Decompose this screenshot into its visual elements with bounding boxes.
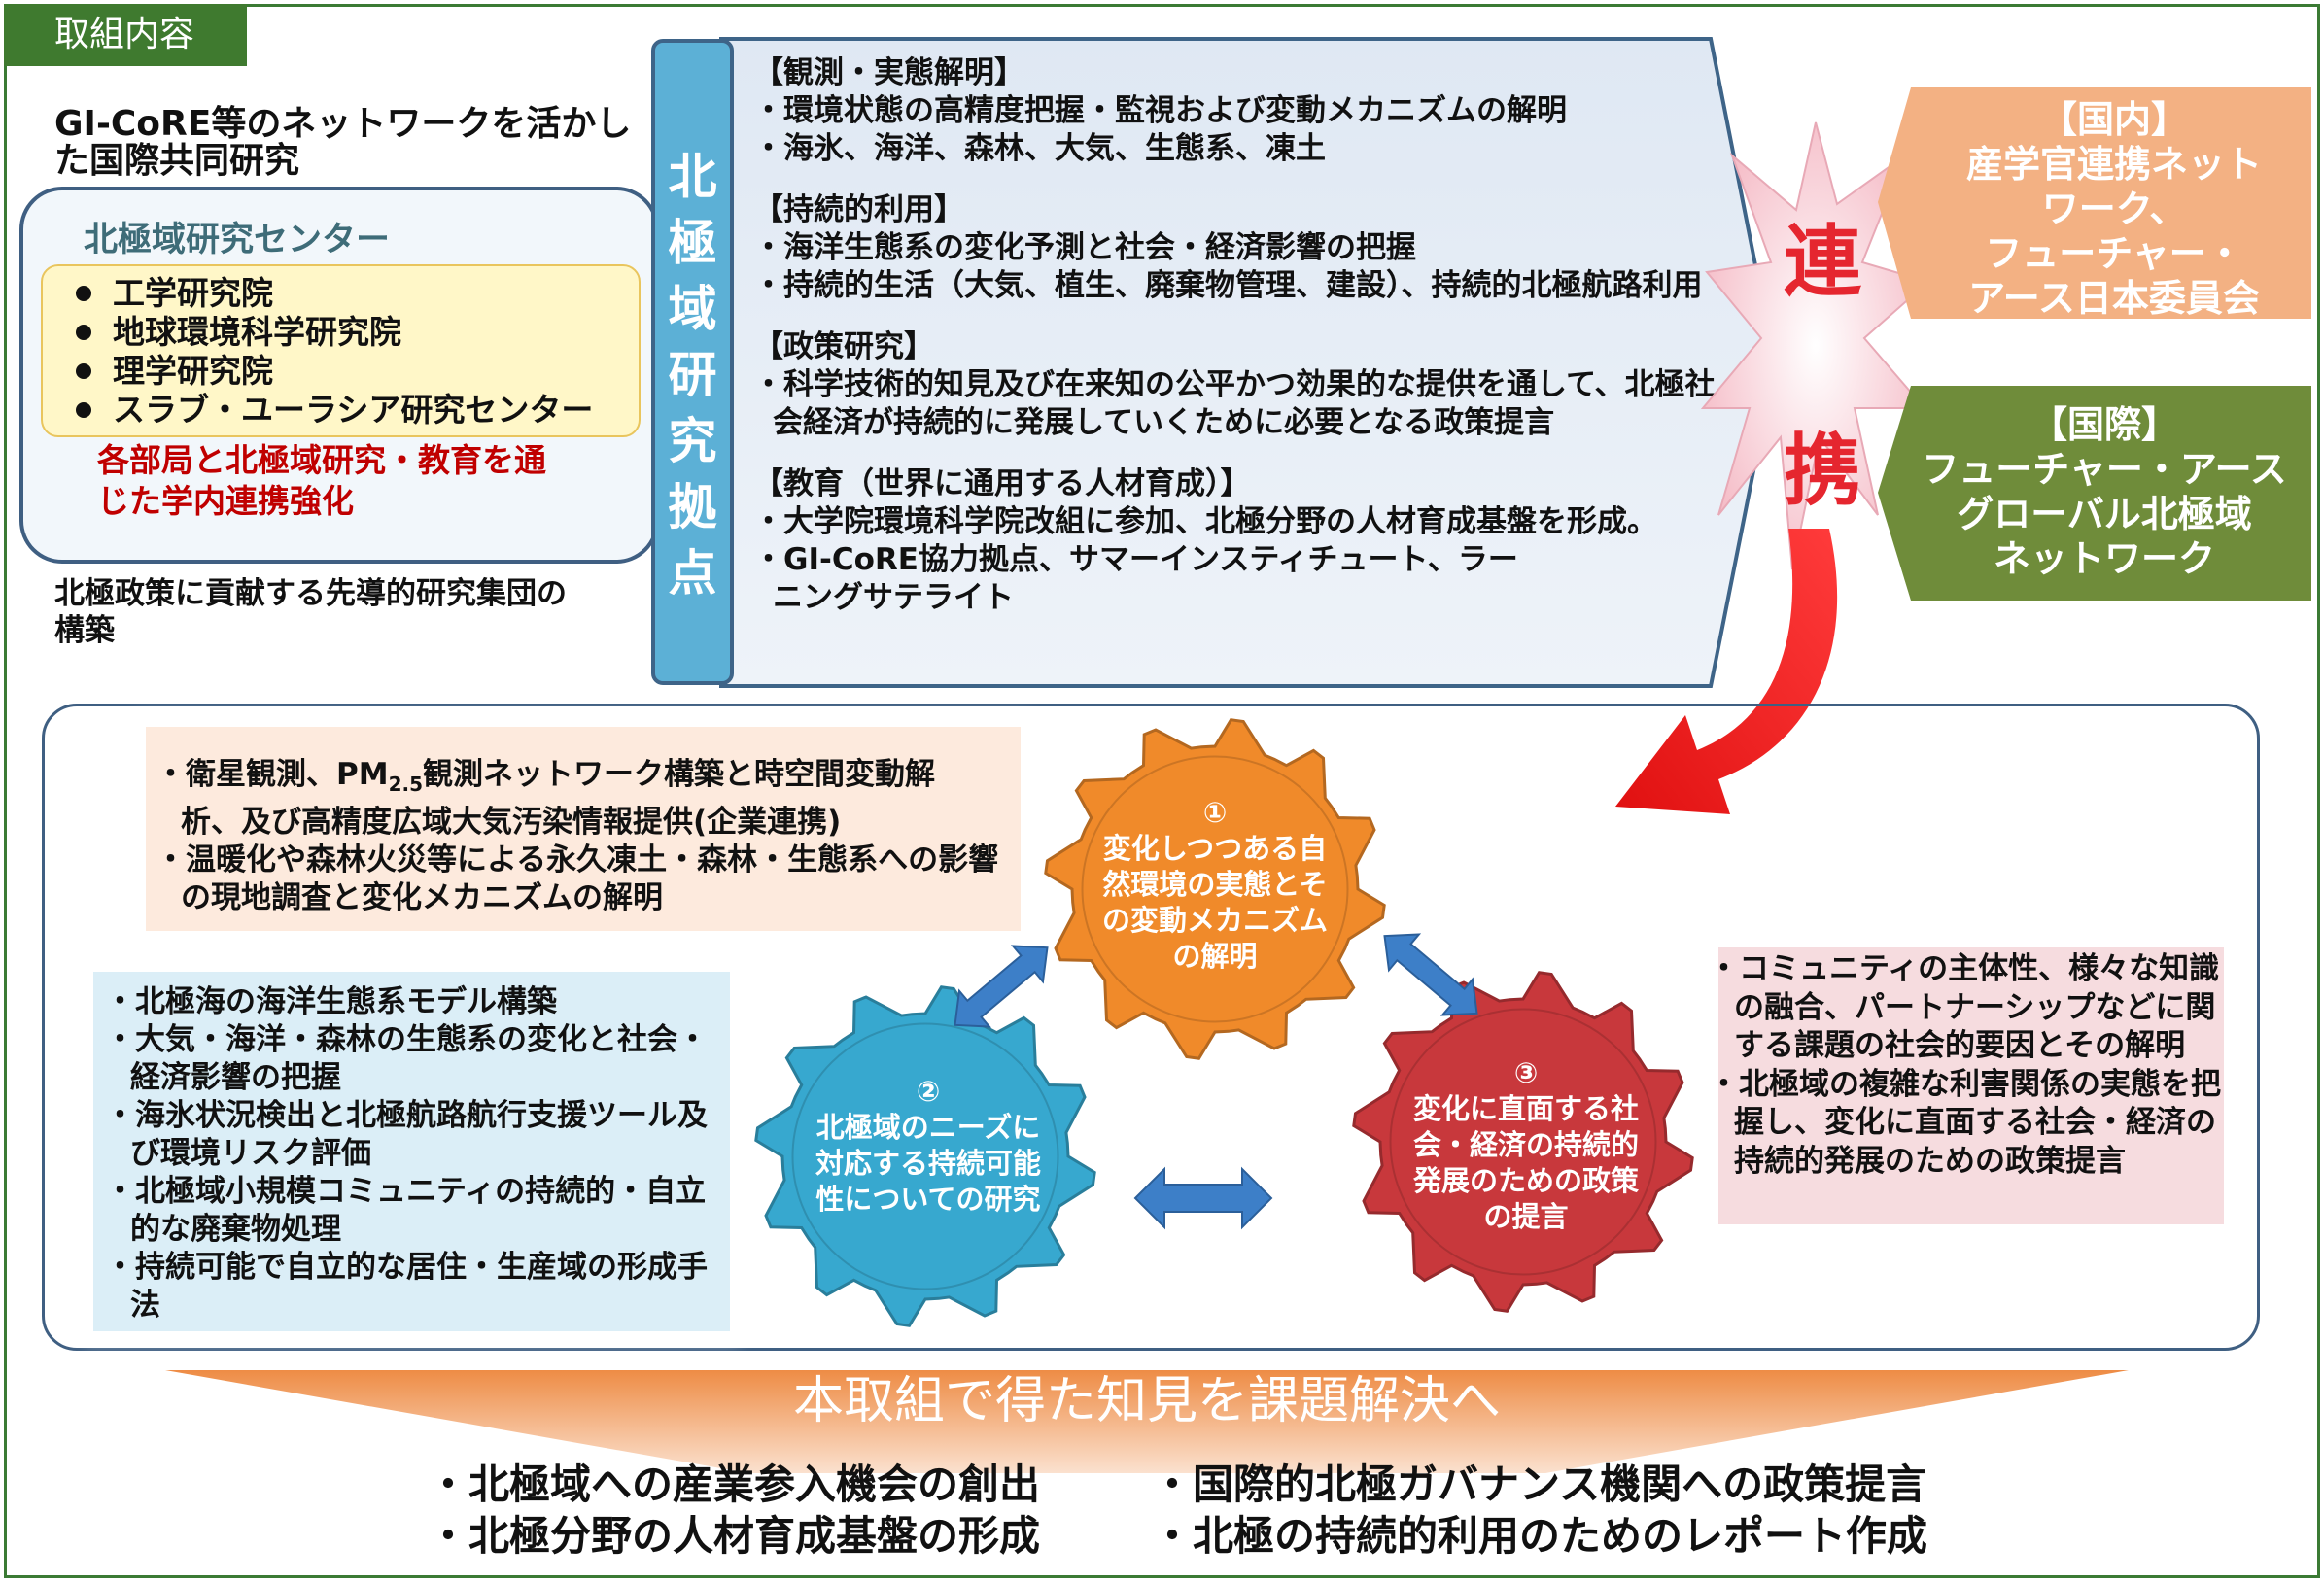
policy-box <box>1718 947 2224 1224</box>
sustainable-item: ・北極海の海洋生態系モデル構築 <box>105 984 557 1019</box>
result-banner: 本取組で得た知見を課題解決へ <box>792 1372 1501 1430</box>
sustainable-list: ・北極海の海洋生態系モデル構築 ・大気・海洋・森林の生態系の変化と社会・経済影響… <box>105 983 727 1324</box>
international-heading: 【国際】 <box>2029 403 2178 446</box>
domestic-partner-box: 【国内】 産学官連携ネット ワーク、 フューチャー・ アース日本委員会 <box>1920 97 2308 321</box>
outer-frame <box>4 4 2320 1578</box>
collab-note: 各部局と北極域研究・教育を通 じた学内連携強化 <box>97 441 546 520</box>
section-item: ・海洋生態系の変化予測と社会・経済影響の把握 <box>753 230 1416 265</box>
sustainable-item: ・北極域小規模コミュニティの持続的・自立的な廃棄物処理 <box>105 1174 707 1247</box>
member-item: 工学研究院 <box>70 274 593 313</box>
sustainable-item: ・大気・海洋・森林の生態系の変化と社会・経済影響の把握 <box>105 1022 708 1095</box>
center-title: 北極域研究センター <box>84 221 391 259</box>
renkei-char-2: 携 <box>1784 426 1861 516</box>
section-heading: 【政策研究】 <box>753 329 934 364</box>
policy-item: ・コミュニティの主体性、様々な知識の融合、パートナーシップなどに関する課題の社会… <box>1709 951 2220 1063</box>
section-heading: 【教育（世界に通用する人材育成）】 <box>753 466 1251 501</box>
section-item: ・科学技術的知見及び在来知の公平かつ効果的な提供を通して、北極社会経済が持続的に… <box>753 367 1716 440</box>
section-heading: 【持続的利用】 <box>753 192 964 227</box>
policy-list: ・コミュニティの主体性、様々な知識の融合、パートナーシップなどに関する課題の社会… <box>1709 950 2229 1181</box>
outro-text: 北極政策に貢献する先導的研究集団の 構築 <box>54 576 567 648</box>
section-item: ・大学院環境科学院改組に参加、北極分野の人材育成基盤を形成。 <box>753 504 1657 539</box>
member-list-box: 工学研究院 地球環境科学研究院 理学研究院 スラブ・ユーラシア研究センター <box>41 264 641 437</box>
outcome-item: ・北極分野の人材育成基盤の形成 <box>428 1512 1041 1560</box>
intro-text: GI-CoRE等のネットワークを活かし た国際共同研究 <box>54 104 632 181</box>
research-panel <box>42 704 2260 1351</box>
sustainable-item: ・持続可能で自立的な居住・生産域の形成手法 <box>105 1250 708 1323</box>
renkei-char-1: 連 <box>1784 217 1861 307</box>
policy-item: ・北極域の複雑な利害関係の実態を把握し、変化に直面する社会・経済の持続的発展のた… <box>1709 1066 2221 1179</box>
domestic-heading: 【国内】 <box>2039 98 2188 141</box>
observation-box <box>146 727 1021 931</box>
member-item: 理学研究院 <box>70 352 593 391</box>
member-list: 工学研究院 地球環境科学研究院 理学研究院 スラブ・ユーラシア研究センター <box>70 274 593 430</box>
gear-2-label: ② 北極域のニーズに 対応する持続可能 性についての研究 <box>815 1075 1041 1216</box>
hub-section-list: 【観測・実態解明】 ・環境状態の高精度把握・監視および変動メカニズムの解明 ・海… <box>753 54 1735 617</box>
section-item: ・GI-CoRE協力拠点、サマーインスティチュート、ラーニングサテライト <box>753 542 1518 615</box>
international-partner-box: 【国際】 フューチャー・アース グローバル北極域 ネットワーク <box>1895 402 2313 581</box>
gear-3-label: ③ 変化に直面する社 会・経済の持続的 発展のための政策 の提言 <box>1412 1056 1639 1233</box>
international-partner-shape <box>1878 386 2311 601</box>
sustainable-box <box>93 972 730 1331</box>
outcome-item: ・北極域への産業参入機会の創出 <box>428 1461 1041 1508</box>
observation-list: ・衛星観測、PM2.5観測ネットワーク構築と時空間変動解 析、及び高精度広域大気… <box>156 756 1021 917</box>
outcome-item: ・北極の持続的利用のためのレポート作成 <box>1152 1512 1928 1560</box>
section-heading: 【観測・実態解明】 <box>753 55 1024 90</box>
domestic-partner-shape <box>1878 87 2311 319</box>
member-item: 地球環境科学研究院 <box>70 313 593 352</box>
curved-red-arrow <box>1615 529 1838 814</box>
result-banner-shape <box>165 1370 2129 1473</box>
gear-1-label: ① 変化しつつある自 然環境の実態とそ の変動メカニズム の解明 <box>1101 796 1328 973</box>
section-item: ・海氷、海洋、森林、大気、生態系、凍土 <box>753 131 1326 166</box>
sustainable-item: ・海氷状況検出と北極航路航行支援ツール及び環境リスク評価 <box>105 1098 708 1171</box>
section-item: ・環境状態の高精度把握・監視および変動メカニズムの解明 <box>753 93 1567 128</box>
member-item: スラブ・ユーラシア研究センター <box>70 391 593 430</box>
hub-label: 北 極 域 研 究 拠 点 <box>651 39 734 685</box>
section-item: ・持続的生活（大気、植生、廃棄物管理、建設）、持続的北極航路利用 <box>753 268 1703 303</box>
observation-item: ・衛星観測、PM2.5観測ネットワーク構築と時空間変動解 <box>156 757 936 797</box>
observation-item: ・温暖化や森林火災等による永久凍土・森林・生態系への影響の現地調査と変化メカニズ… <box>156 843 999 916</box>
outcome-item: ・国際的北極ガバナンス機関への政策提言 <box>1152 1461 1927 1508</box>
header-tag: 取組内容 <box>4 4 247 66</box>
